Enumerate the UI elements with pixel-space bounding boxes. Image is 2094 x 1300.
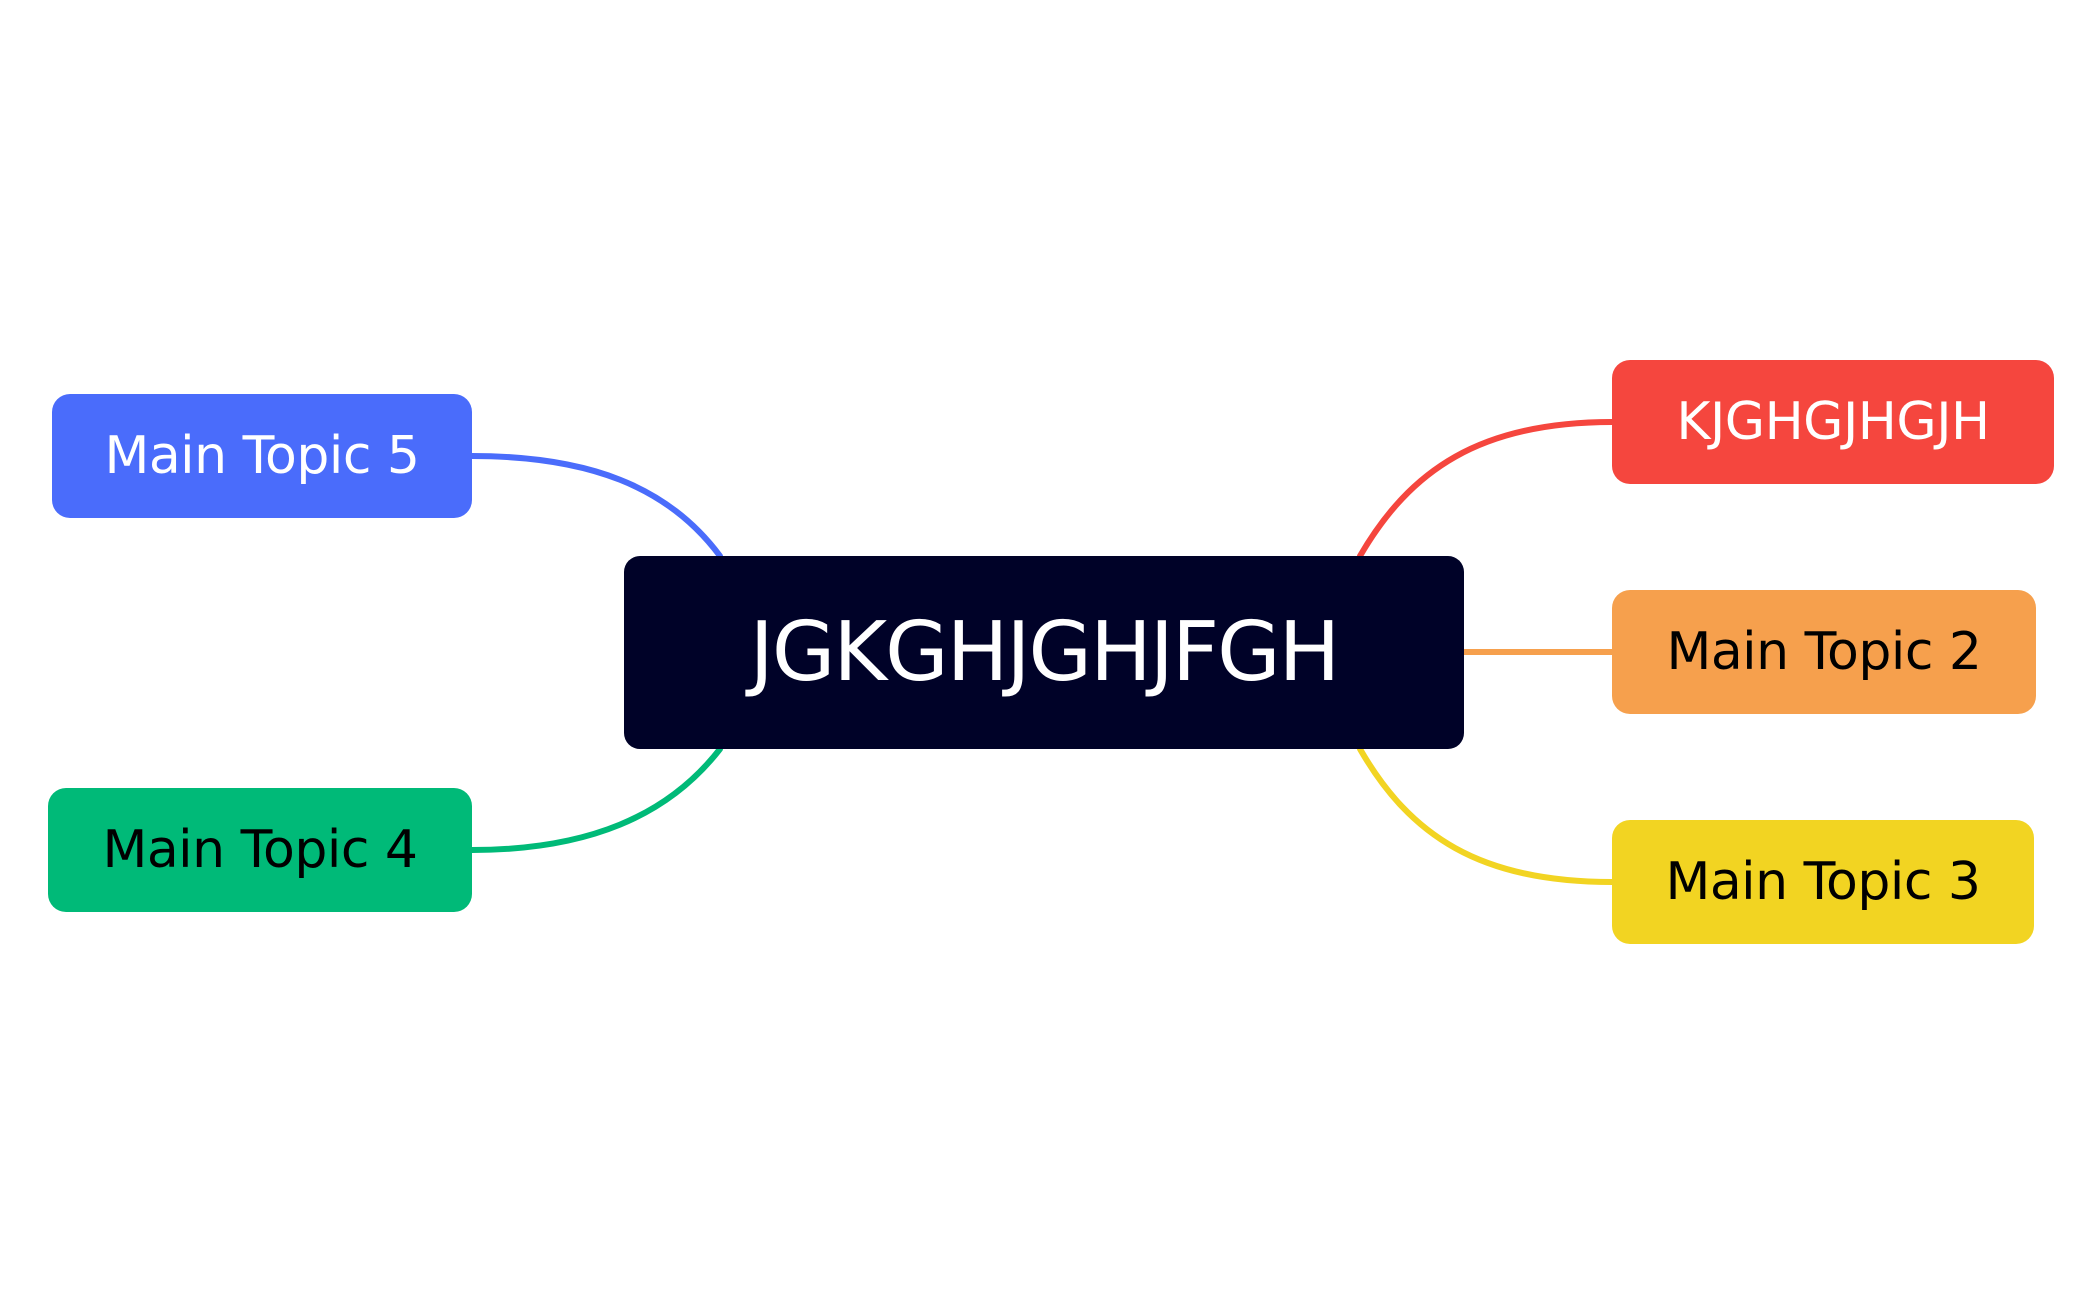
main-topic-5-label: Main Topic 5 xyxy=(104,426,420,486)
main-topic-3[interactable]: Main Topic 3 xyxy=(1612,820,2034,944)
main-topic-1-label: KJGHGJHGJH xyxy=(1676,392,1990,452)
central-topic-label: JGKGHJGHJFGH xyxy=(749,605,1341,700)
main-topic-5[interactable]: Main Topic 5 xyxy=(52,394,472,518)
main-topic-4-label: Main Topic 4 xyxy=(102,820,418,880)
main-topic-1[interactable]: KJGHGJHGJH xyxy=(1612,360,2054,484)
main-topic-2[interactable]: Main Topic 2 xyxy=(1612,590,2036,714)
central-topic[interactable]: JGKGHJGHJFGH xyxy=(624,556,1464,749)
connector-topic-1 xyxy=(1357,419,1615,559)
main-topic-4[interactable]: Main Topic 4 xyxy=(48,788,472,912)
main-topic-2-label: Main Topic 2 xyxy=(1666,622,1982,682)
connector-main-topic-3 xyxy=(1357,746,1615,885)
connector-main-topic-5 xyxy=(469,453,723,559)
connector-main-topic-4 xyxy=(469,746,723,853)
main-topic-3-label: Main Topic 3 xyxy=(1665,852,1981,912)
